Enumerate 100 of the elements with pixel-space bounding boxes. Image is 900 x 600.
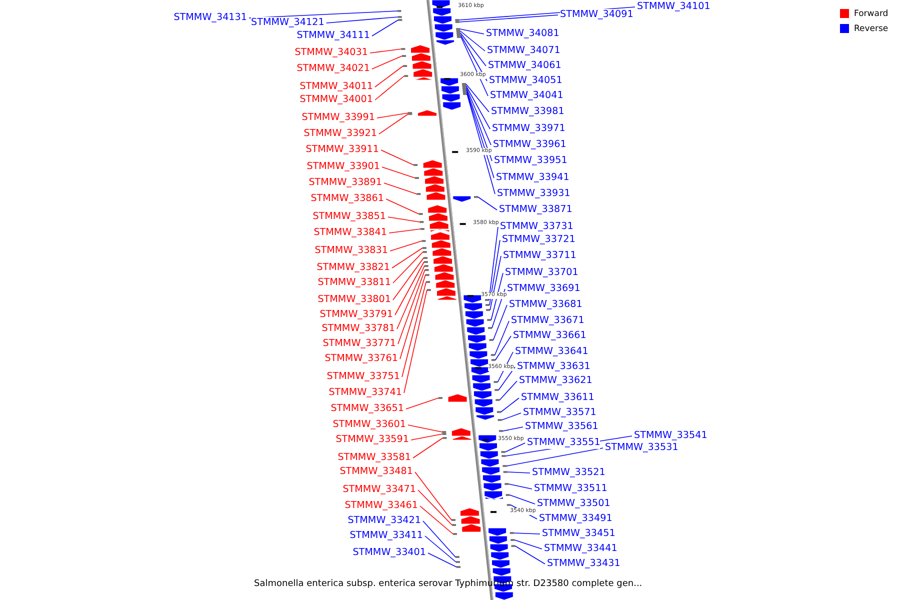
gene-label: STMMW_33771 [322, 338, 396, 350]
gene-label: STMMW_33961 [493, 139, 566, 151]
gene-label: STMMW_34051 [489, 75, 562, 87]
leader-line [402, 282, 426, 378]
leader-line [386, 198, 420, 214]
leader-line [514, 546, 546, 564]
gene-label: STMMW_33681 [509, 299, 582, 311]
gene-label: STMMW_33441 [544, 543, 618, 555]
gene-marker [498, 430, 503, 432]
leader-line [499, 380, 518, 400]
gene-marker [502, 455, 506, 457]
gene-marker [422, 247, 426, 249]
gene-label: STMMW_33411 [350, 530, 423, 542]
gene-label: STMMW_33981 [491, 106, 564, 118]
gene-label: STMMW_33591 [336, 434, 409, 446]
gene-marker [494, 389, 499, 391]
leader-line [398, 270, 426, 344]
gene-label: STMMW_33911 [306, 144, 379, 156]
gene-label: STMMW_33841 [314, 227, 387, 239]
gene-label: STMMW_34001 [300, 94, 373, 106]
leader-line [370, 48, 402, 54]
leader-line [466, 88, 492, 146]
leader-line [420, 506, 454, 534]
leader-line [412, 438, 444, 458]
gene-marker [398, 16, 402, 18]
gene-label: STMMW_34131 [174, 12, 247, 24]
leader-line [410, 434, 443, 440]
leader-line [248, 10, 398, 18]
gene-label: STMMW_34041 [490, 90, 564, 102]
gene-marker [511, 545, 516, 547]
gene-label: STMMW_33971 [492, 123, 566, 135]
leader-line [372, 56, 402, 70]
leader-line [490, 256, 502, 310]
gene-marker [424, 269, 429, 271]
gene-label: STMMW_34011 [300, 81, 373, 93]
leader-line [388, 216, 420, 222]
gene-marker [452, 524, 456, 526]
leader-line [382, 166, 416, 178]
leader-line [498, 366, 516, 390]
leader-line [478, 196, 498, 210]
leader-line [422, 520, 456, 558]
gene-label: STMMW_33661 [513, 330, 586, 342]
leader-line [400, 274, 426, 360]
gene-label: STMMW_33621 [519, 375, 592, 387]
gene-marker [424, 265, 428, 267]
gene-marker [414, 177, 419, 179]
leader-line [460, 28, 484, 34]
gene-label: STMMW_34111 [296, 30, 370, 42]
caption: Salmonella enterica subsp. enterica serovar Typhimurium str. D23580 complete gen... [254, 579, 642, 590]
gene-marker [404, 75, 408, 77]
gene-label: STMMW_33701 [505, 267, 578, 279]
gene-label: STMMW_33481 [340, 466, 413, 478]
leader-line [492, 304, 508, 340]
gene-label: STMMW_33691 [507, 283, 580, 295]
gene-label: STMMW_33751 [326, 371, 400, 383]
gene-marker [491, 359, 496, 361]
leader-line [384, 182, 418, 194]
gene-marker [462, 91, 467, 93]
gene-marker [502, 465, 507, 467]
gene-label: STMMW_33451 [542, 528, 616, 540]
gene-label: STMMW_33811 [318, 277, 391, 289]
gene-label: STMMW_33731 [500, 221, 574, 233]
gene-marker [422, 251, 427, 253]
gene-marker [462, 89, 467, 91]
gene-label: STMMW_34031 [294, 47, 368, 59]
gene-marker [462, 85, 466, 87]
leader-line [378, 114, 409, 134]
gene-label: STMMW_33921 [304, 128, 377, 140]
gene-label: STMMW_33471 [342, 484, 416, 496]
gene-label: STMMW_33521 [532, 467, 606, 479]
gene-marker [506, 494, 510, 496]
gene-label: STMMW_33941 [496, 172, 570, 184]
gene-label: STMMW_34121 [251, 17, 324, 29]
gene-marker [442, 437, 447, 439]
gene-marker [498, 419, 502, 421]
gene-label: STMMW_33511 [534, 483, 608, 495]
gene-marker [456, 566, 460, 568]
gene-label: STMMW_34021 [296, 63, 370, 75]
gene-marker [455, 19, 460, 21]
leader-line [466, 84, 490, 112]
leader-line [458, 14, 558, 22]
gene-marker [420, 221, 424, 223]
gene-marker [462, 83, 466, 85]
leader-line [414, 472, 452, 520]
legend-label: Forward [854, 9, 888, 19]
gene-label: STMMW_33721 [502, 234, 576, 246]
gene-label: STMMW_33991 [302, 112, 375, 124]
gene-marker [416, 193, 421, 195]
gene-label: STMMW_33491 [539, 513, 612, 525]
gene-marker [510, 532, 514, 534]
gene-marker [403, 65, 408, 67]
leader-line [380, 150, 414, 166]
gene-label: STMMW_33781 [322, 323, 395, 335]
leader-line [500, 398, 520, 412]
leader-line [326, 16, 398, 24]
gene-marker [485, 299, 489, 301]
leader-line [374, 76, 404, 100]
gene-marker [418, 213, 423, 215]
gene-marker [488, 327, 492, 329]
gene-label: STMMW_33871 [499, 204, 572, 216]
